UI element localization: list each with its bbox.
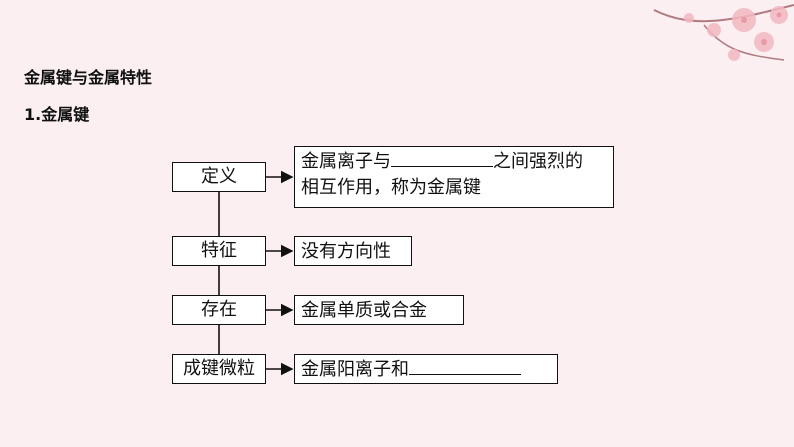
label-feature: 特征 <box>172 236 266 266</box>
definition-text-after: 之间强烈的 <box>493 151 583 172</box>
answer-blank-1[interactable] <box>391 150 493 167</box>
content-existence: 金属单质或合金 <box>294 295 464 325</box>
cherry-blossom-decoration <box>653 4 794 61</box>
content-definition: 金属离子与 之间强烈的 相互作用，称为金属键 <box>294 146 614 208</box>
definition-text-before: 金属离子与 <box>301 151 391 172</box>
content-feature: 没有方向性 <box>294 236 412 266</box>
subsection-title: 1.金属键 <box>24 105 90 124</box>
label-bonding-particles: 成键微粒 <box>172 354 266 384</box>
section-title: 金属键与金属特性 <box>24 68 153 87</box>
definition-line-1: 金属离子与 之间强烈的 <box>301 149 607 175</box>
bonding-text-before: 金属阳离子和 <box>301 359 409 380</box>
definition-line-2: 相互作用，称为金属键 <box>301 177 481 198</box>
label-definition: 定义 <box>172 162 266 192</box>
label-existence: 存在 <box>172 295 266 325</box>
answer-blank-2[interactable] <box>409 358 521 375</box>
content-bonding-particles: 金属阳离子和 <box>294 354 558 384</box>
